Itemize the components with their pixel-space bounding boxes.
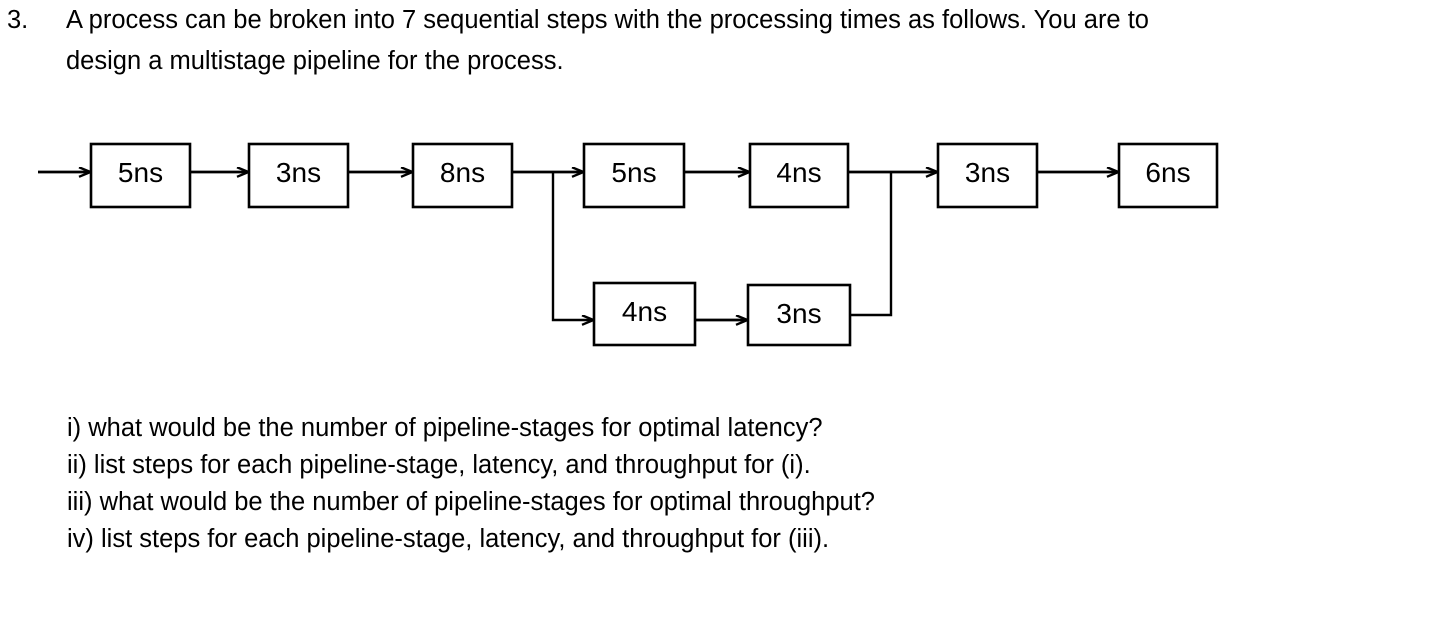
pipeline-step-box-2: 3ns (247, 142, 350, 209)
pipeline-step-box-4: 5ns (582, 142, 686, 209)
pipeline-diagram-svg: 5ns 3ns 8ns 5ns 4ns 3ns 6ns 4ns (38, 142, 1219, 347)
pipeline-branch-box-2: 3ns (746, 283, 852, 347)
pipeline-step-label-7: 6ns (1145, 157, 1190, 188)
subquestion-item-ii: ii) list steps for each pipeline-stage, … (67, 451, 811, 479)
pipeline-step-label-2: 3ns (276, 157, 321, 188)
question-text: A process can be broken into 7 sequentia… (66, 0, 1446, 81)
pipeline-step-label-6: 3ns (965, 157, 1010, 188)
pipeline-branch-box-1: 4ns (592, 281, 697, 347)
subquestion-item-iv: iv) list steps for each pipeline-stage, … (67, 525, 830, 553)
pipeline-step-label-5: 4ns (776, 157, 821, 188)
pipeline-step-box-6: 3ns (936, 142, 1039, 209)
pipeline-step-label-1: 5ns (118, 157, 163, 188)
pipeline-step-box-3: 8ns (411, 142, 514, 209)
pipeline-branch-label-1: 4ns (622, 296, 667, 327)
question-text-line-1: A process can be broken into 7 sequentia… (66, 6, 1149, 34)
question-text-line-2: design a multistage pipeline for the pro… (66, 47, 564, 75)
pipeline-branch-label-2: 3ns (776, 298, 821, 329)
question-number: 3. (7, 6, 29, 34)
question-row: 3. A process can be broken into 7 sequen… (0, 0, 1446, 81)
pipeline-step-box-7: 6ns (1117, 142, 1219, 209)
pipeline-step-label-4: 5ns (611, 157, 656, 188)
pipeline-step-box-1: 5ns (89, 142, 192, 209)
merge-branch-connector (850, 172, 893, 317)
question-header: 3. A process can be broken into 7 sequen… (0, 0, 1446, 81)
pipeline-step-label-3: 8ns (440, 157, 485, 188)
subquestion-item-iii: iii) what would be the number of pipelin… (67, 488, 875, 516)
pipeline-step-box-5: 4ns (748, 142, 850, 209)
pipeline-diagram: 5ns 3ns 8ns 5ns 4ns 3ns 6ns 4ns (0, 118, 1300, 368)
fork-branch-connector (551, 172, 593, 320)
subquestion-item-i: i) what would be the number of pipeline-… (67, 414, 823, 442)
subquestion-list: i) what would be the number of pipeline-… (67, 410, 1367, 558)
